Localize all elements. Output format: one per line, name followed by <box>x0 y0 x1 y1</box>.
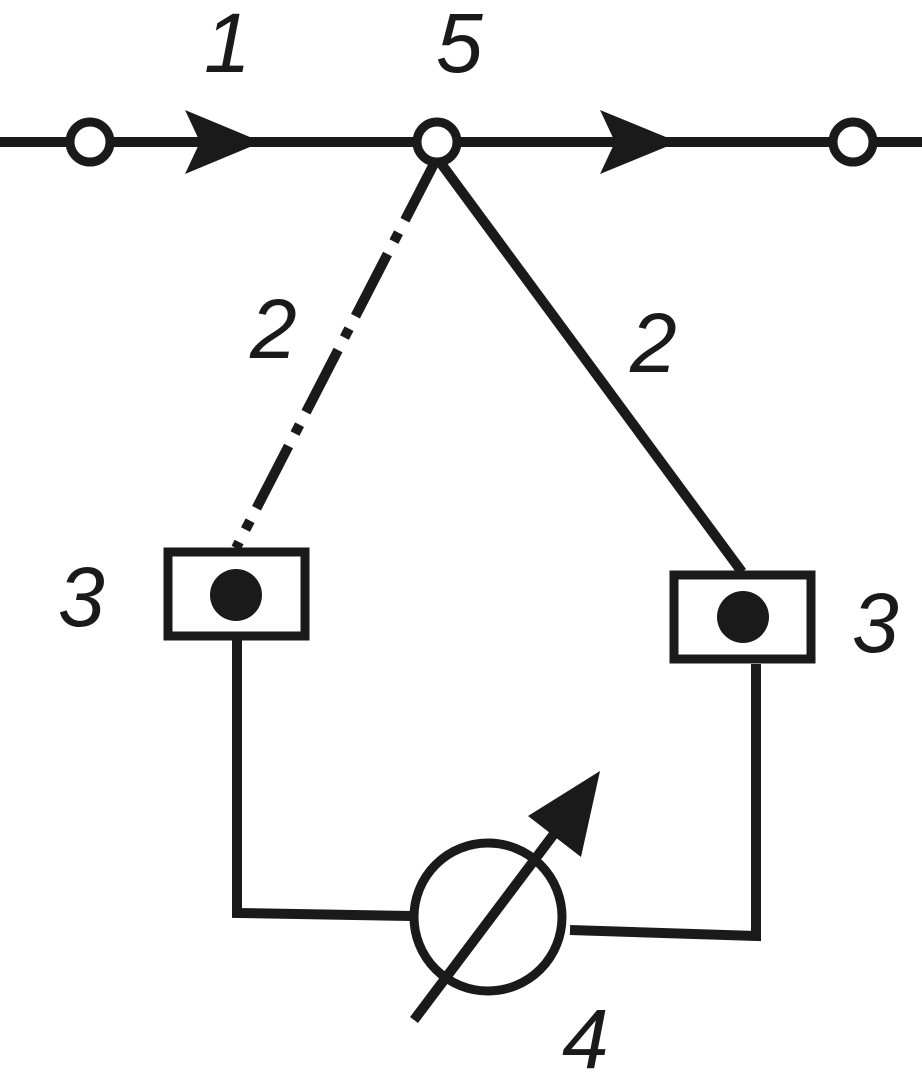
node-junction <box>412 117 462 167</box>
label-branch-left: 2 <box>249 282 297 376</box>
label-meter: 4 <box>562 992 609 1072</box>
meter-arrow-head <box>528 771 600 857</box>
label-sensor-left: 3 <box>58 550 105 644</box>
flow-arrow-left <box>185 110 262 174</box>
sensor-left-dot <box>210 569 262 621</box>
label-branch-right: 2 <box>629 296 677 390</box>
node-right <box>828 117 878 167</box>
sensor-right-dot <box>717 591 769 643</box>
label-sensor-right: 3 <box>852 576 899 670</box>
wire-right <box>569 664 761 942</box>
node-left <box>65 117 115 167</box>
flow-arrow-right <box>600 110 678 174</box>
label-main-line: 1 <box>204 0 251 90</box>
branch-right-solid <box>432 155 747 575</box>
wire-left <box>232 640 413 921</box>
branch-left-dashdot <box>231 155 442 551</box>
meter-arrow-shaft <box>410 806 576 1024</box>
label-junction: 5 <box>436 0 483 90</box>
